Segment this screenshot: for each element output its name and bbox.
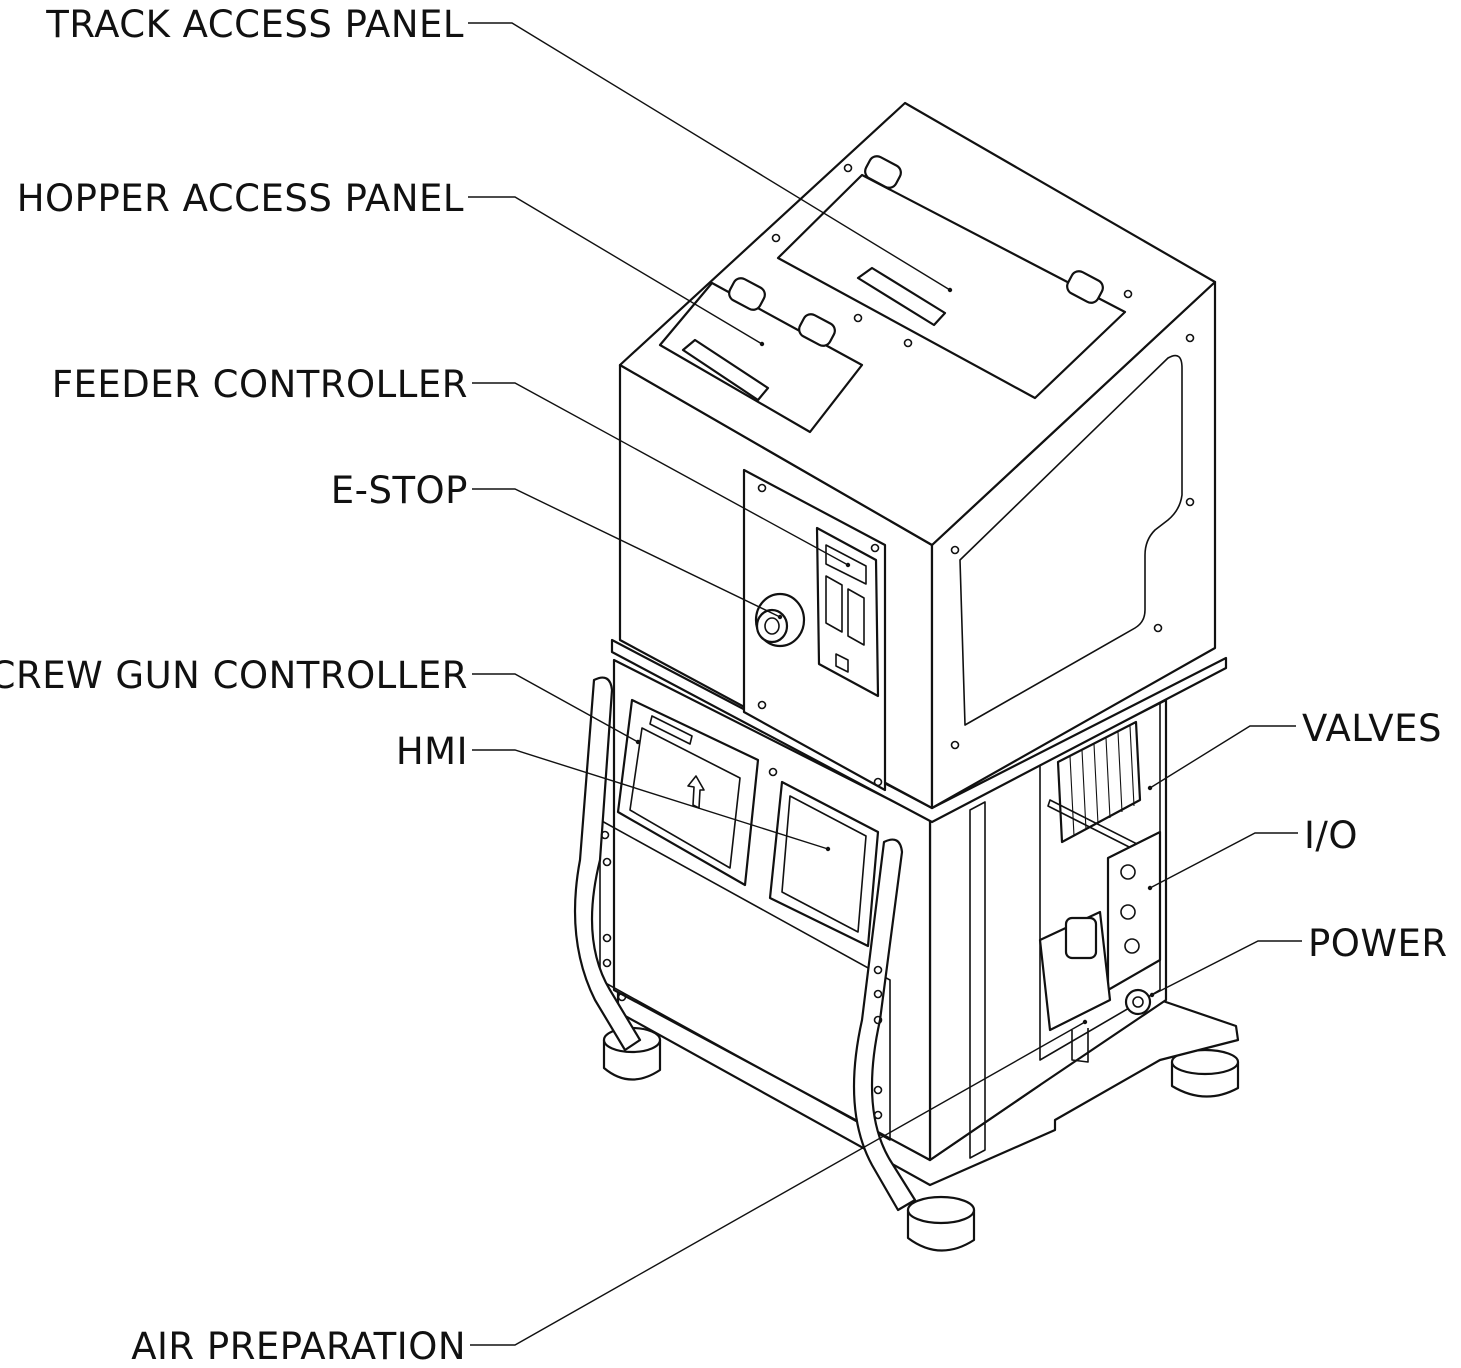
leader-hopper-access-panel xyxy=(468,196,763,345)
screw-gun-controller-bezel xyxy=(616,698,760,887)
callout-labels: TRACK ACCESS PANEL HOPPER ACCESS PANEL F… xyxy=(0,3,1448,1368)
air-preparation-unit xyxy=(1038,910,1112,1063)
machine-illustration xyxy=(573,101,1240,1252)
label-track-access-panel: TRACK ACCESS PANEL xyxy=(45,3,464,46)
leader-track-access-panel xyxy=(468,22,951,291)
label-hmi: HMI xyxy=(396,730,468,773)
e-stop-button xyxy=(754,592,806,648)
leader-e-stop xyxy=(472,488,781,618)
power-connector xyxy=(1124,988,1152,1016)
leader-io xyxy=(1149,832,1298,889)
leader-lines xyxy=(468,22,1302,1346)
track-panel-latches xyxy=(864,155,1104,304)
track-access-panel xyxy=(776,173,1127,400)
hopper-panel-latches xyxy=(728,277,836,347)
io-panel xyxy=(1106,830,1162,992)
label-e-stop: E-STOP xyxy=(331,469,468,512)
lower-front-screws xyxy=(600,767,883,1120)
label-feeder-controller: FEEDER CONTROLLER xyxy=(52,363,468,406)
hmi-screen xyxy=(768,780,880,948)
top-screws xyxy=(771,163,1195,750)
leader-air-preparation xyxy=(470,1021,1086,1346)
left-handle xyxy=(573,676,642,1052)
label-air-preparation: AIR PREPARATION xyxy=(131,1325,466,1368)
label-power: POWER xyxy=(1308,922,1448,965)
label-valves: VALVES xyxy=(1302,707,1442,750)
label-screw-gun-controller: SCREW GUN CONTROLLER xyxy=(0,654,468,697)
feeder-plate-screws xyxy=(757,483,883,787)
leader-valves xyxy=(1149,725,1296,789)
label-hopper-access-panel: HOPPER ACCESS PANEL xyxy=(17,177,464,220)
leader-feeder-controller xyxy=(472,382,849,566)
leader-screw-gun-controller xyxy=(472,673,639,743)
leader-power xyxy=(1151,940,1302,996)
label-io: I/O xyxy=(1304,814,1358,857)
right-handle xyxy=(852,838,917,1212)
leader-hmi xyxy=(472,749,829,850)
